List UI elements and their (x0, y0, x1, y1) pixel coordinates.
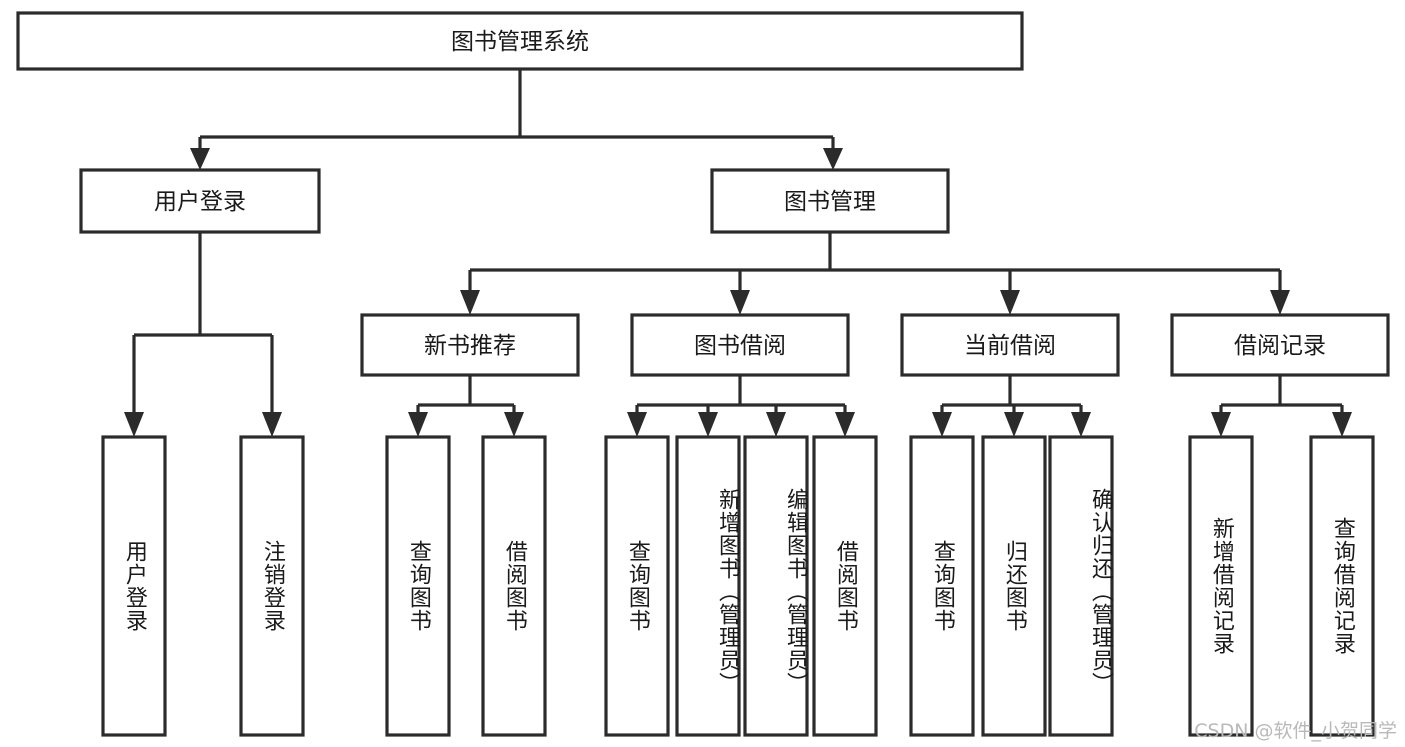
arrow-head-icon (932, 412, 952, 437)
arrow-head-icon (408, 412, 428, 437)
leaf-box-query-books-borrow[interactable] (604, 435, 670, 737)
arrow-head-icon (627, 412, 647, 437)
leaf-box-user-login[interactable] (101, 435, 167, 737)
arrow-head-icon (1000, 290, 1020, 315)
arrow-head-icon (460, 290, 480, 315)
node-new-book-recommend-box (360, 313, 580, 377)
node-current-borrow-label: 当前借阅 (964, 333, 1056, 359)
connector-records-to-leaves (1211, 375, 1352, 437)
leaf-box-logout[interactable] (239, 435, 305, 737)
node-new-book-recommend[interactable]: 新书推荐 (360, 313, 580, 377)
node-root-box (16, 11, 1024, 71)
node-book-management[interactable]: 图书管理 (710, 168, 950, 234)
node-user-login-box (79, 168, 321, 234)
node-current-borrow[interactable]: 当前借阅 (900, 313, 1120, 377)
connector-current-to-leaves (932, 375, 1091, 437)
arrow-head-icon (190, 148, 210, 170)
connector-borrow-to-leaves (627, 375, 855, 437)
arrow-head-icon (1071, 412, 1091, 437)
leaf-box-add-book-admin[interactable] (675, 435, 741, 737)
node-book-management-box (710, 168, 950, 234)
node-new-book-recommend-label: 新书推荐 (424, 333, 516, 359)
arrow-head-icon (1211, 412, 1231, 437)
node-borrow-records-label: 借阅记录 (1234, 333, 1326, 359)
arrow-head-icon (262, 412, 282, 437)
leaf-box-confirm-return-admin[interactable] (1048, 435, 1114, 737)
connector-bookmgmt-to-level3 (460, 232, 1290, 315)
arrow-head-icon (1004, 412, 1024, 437)
node-root[interactable]: 图书管理系统 (16, 11, 1024, 71)
csdn-watermark: CSDN @软件_小贺同学 (1194, 720, 1397, 742)
node-book-borrow-box (630, 313, 850, 377)
node-user-login-label: 用户登录 (154, 189, 246, 215)
node-book-management-label: 图书管理 (784, 189, 876, 215)
node-current-borrow-box (900, 313, 1120, 377)
leaf-box-edit-book-admin[interactable] (743, 435, 809, 737)
connector-newbook-to-leaves (408, 375, 524, 437)
node-book-borrow[interactable]: 图书借阅 (630, 313, 850, 377)
arrow-head-icon (730, 290, 750, 315)
leaf-box-query-borrow-record[interactable] (1309, 435, 1375, 737)
arrow-head-icon (1270, 290, 1290, 315)
arrow-head-icon (124, 412, 144, 437)
node-book-borrow-label: 图书借阅 (694, 333, 786, 359)
connector-userlogin-to-leaves (124, 232, 282, 437)
leaf-box-add-borrow-record[interactable] (1188, 435, 1254, 737)
leaf-boxes (101, 435, 1375, 737)
arrow-head-icon (823, 148, 843, 170)
node-borrow-records[interactable]: 借阅记录 (1170, 313, 1390, 377)
leaf-box-query-books-current[interactable] (909, 435, 975, 737)
leaf-box-borrow-books-new[interactable] (481, 435, 547, 737)
arrow-head-icon (766, 412, 786, 437)
arrow-head-icon (698, 412, 718, 437)
node-user-login[interactable]: 用户登录 (79, 168, 321, 234)
connector-root-to-level2 (190, 69, 843, 170)
node-root-label: 图书管理系统 (451, 29, 589, 55)
arrow-head-icon (504, 412, 524, 437)
leaf-box-borrow-book[interactable] (812, 435, 878, 737)
node-borrow-records-box (1170, 313, 1390, 377)
arrow-head-icon (835, 412, 855, 437)
arrow-head-icon (1332, 412, 1352, 437)
leaf-box-return-book[interactable] (981, 435, 1047, 737)
leaf-box-query-books-new[interactable] (385, 435, 451, 737)
